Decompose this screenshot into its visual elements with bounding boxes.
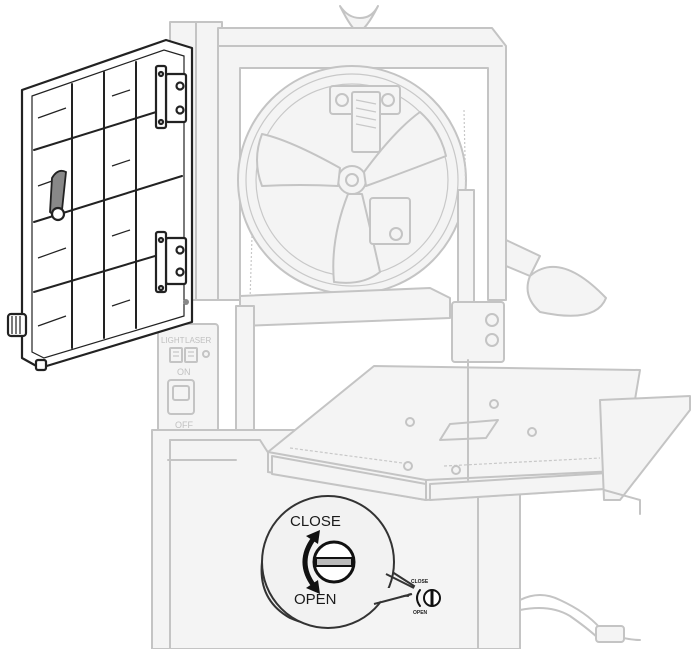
control-panel: LIGHT LASER ON OFF (157, 323, 219, 435)
door-handle[interactable] (49, 169, 67, 222)
callout-close-label: CLOSE (290, 513, 341, 530)
door-knob-icon[interactable] (312, 540, 356, 584)
light-label: LIGHT (161, 336, 185, 345)
rotate-arrow-icon (302, 530, 320, 594)
off-label: OFF (175, 420, 193, 430)
light-switch-icon[interactable] (169, 347, 183, 363)
rotate-arrow-icon (416, 589, 421, 607)
small-open-label: OPEN (413, 610, 428, 616)
small-knob-reference: CLOSE OPEN (411, 579, 441, 616)
knob-callout: CLOSE OPEN CLOSE OPEN (260, 495, 441, 629)
on-label: ON (177, 367, 191, 377)
work-table (267, 359, 691, 515)
power-cord (519, 594, 641, 643)
hinge-icon (154, 64, 188, 130)
tension-assembly (329, 85, 411, 245)
wheel-cover-door[interactable] (6, 38, 194, 372)
upper-frame (217, 27, 507, 301)
power-switch-icon[interactable] (167, 379, 195, 415)
callout-open-label: OPEN (294, 591, 337, 608)
small-close-label: CLOSE (411, 579, 429, 585)
laser-label: LASER (185, 336, 211, 345)
bandsaw-body: LIGHT LASER ON OFF (151, 5, 691, 649)
dust-port (505, 239, 607, 317)
door-knob-icon[interactable] (6, 312, 28, 338)
blade-guide (451, 301, 505, 363)
hinge-icon (154, 230, 188, 294)
lower-upper-plate (239, 287, 451, 327)
laser-switch-icon[interactable] (184, 347, 198, 363)
